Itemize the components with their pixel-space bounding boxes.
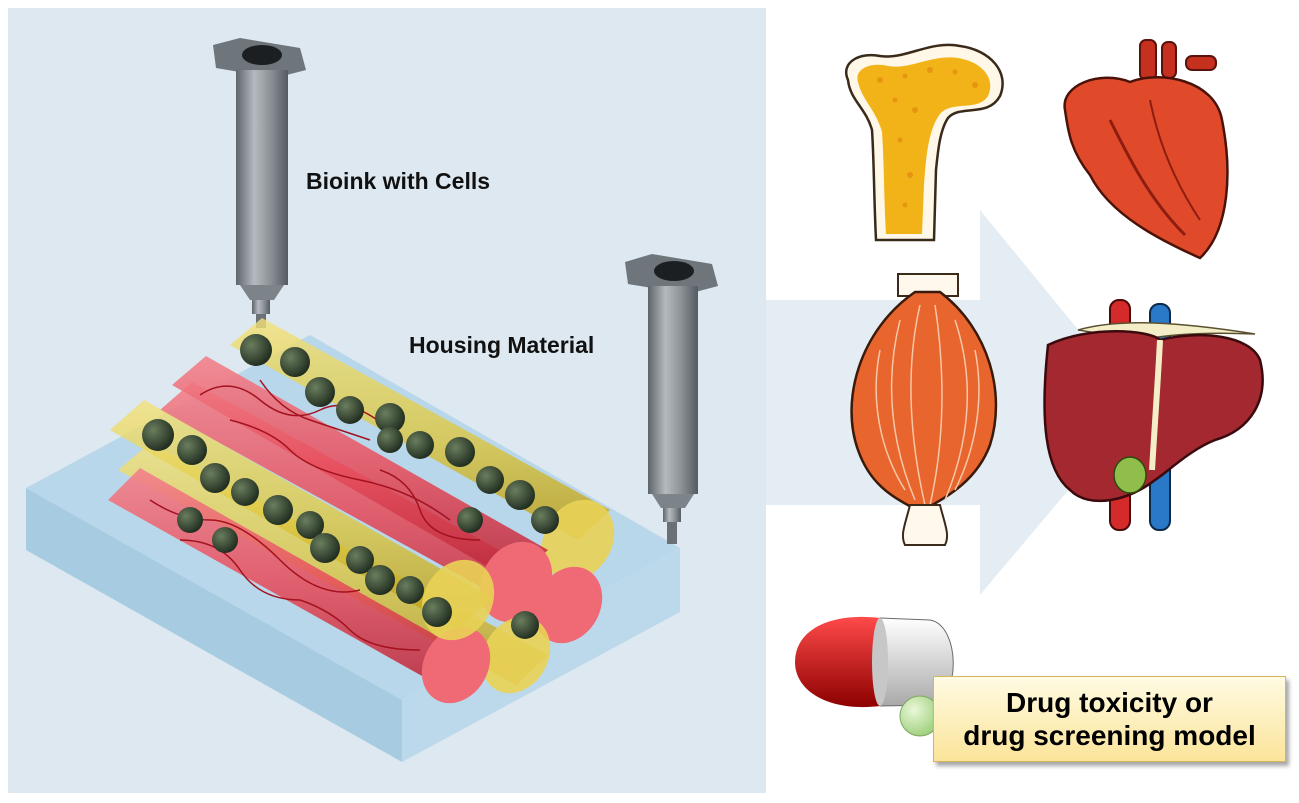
heart-icon: [1063, 39, 1229, 260]
drug-box-line-2: drug screening model: [963, 720, 1256, 751]
bioink-label: Bioink with Cells: [306, 168, 491, 194]
drug-box-line-1: Drug toxicity or: [1006, 687, 1213, 718]
housing-nozzle: [625, 254, 718, 544]
muscle-icon: [850, 273, 998, 546]
bioprinted-tube-stack: [108, 318, 615, 704]
housing-material-label: Housing Material: [409, 332, 595, 358]
capsule-icon: [795, 616, 954, 737]
liver-icon: [1043, 299, 1264, 531]
bone-icon: [845, 43, 1004, 242]
red-tube: [108, 468, 491, 704]
drug-screening-callout: Drug toxicity or drug screening model: [933, 676, 1286, 762]
red-tube: [172, 356, 553, 623]
cell-spheres: [142, 334, 559, 639]
